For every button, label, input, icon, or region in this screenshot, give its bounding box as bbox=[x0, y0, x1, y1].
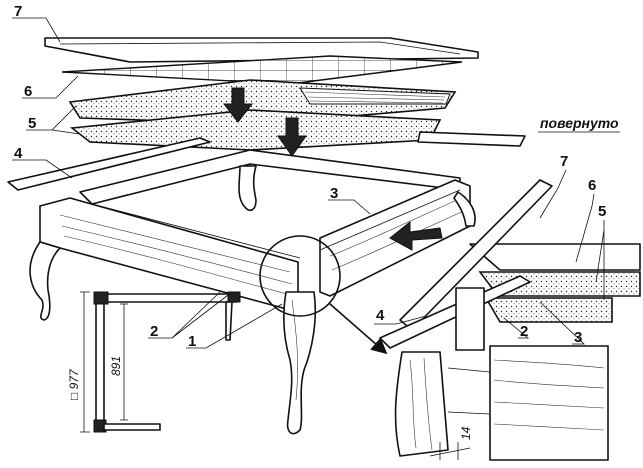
insert-arrow bbox=[389, 220, 443, 251]
label-detail-4: 4 bbox=[376, 307, 385, 324]
dim-gap: 14 bbox=[459, 426, 473, 440]
top-frame-panel bbox=[44, 37, 479, 63]
leader-lines bbox=[12, 17, 620, 349]
label-part-5: 5 bbox=[28, 115, 36, 132]
label-part-1: 1 bbox=[188, 333, 196, 350]
label-part-3: 3 bbox=[330, 185, 338, 202]
detail-section bbox=[379, 179, 641, 461]
dim-inner: 891 bbox=[109, 356, 123, 376]
label-part-4: 4 bbox=[14, 145, 23, 162]
label-part-6: 6 bbox=[24, 83, 32, 100]
plan-sketch bbox=[80, 291, 241, 433]
label-detail-7: 7 bbox=[560, 153, 568, 170]
dim-outer: □ 977 bbox=[67, 368, 81, 400]
detail-circle bbox=[259, 235, 341, 317]
rotated-note: повернуто bbox=[540, 115, 619, 131]
tile-panel bbox=[61, 55, 463, 85]
label-detail-2: 2 bbox=[520, 323, 528, 340]
label-detail-3: 3 bbox=[574, 329, 582, 346]
table-legs bbox=[29, 165, 476, 435]
detail-pointer bbox=[329, 303, 388, 355]
rails bbox=[7, 131, 526, 191]
foam-layers bbox=[68, 79, 457, 151]
label-detail-6: 6 bbox=[588, 177, 596, 194]
assembly-arrows bbox=[222, 87, 307, 157]
label-part-7: 7 bbox=[14, 3, 22, 20]
label-detail-5: 5 bbox=[598, 203, 606, 220]
label-part-2: 2 bbox=[150, 323, 158, 340]
